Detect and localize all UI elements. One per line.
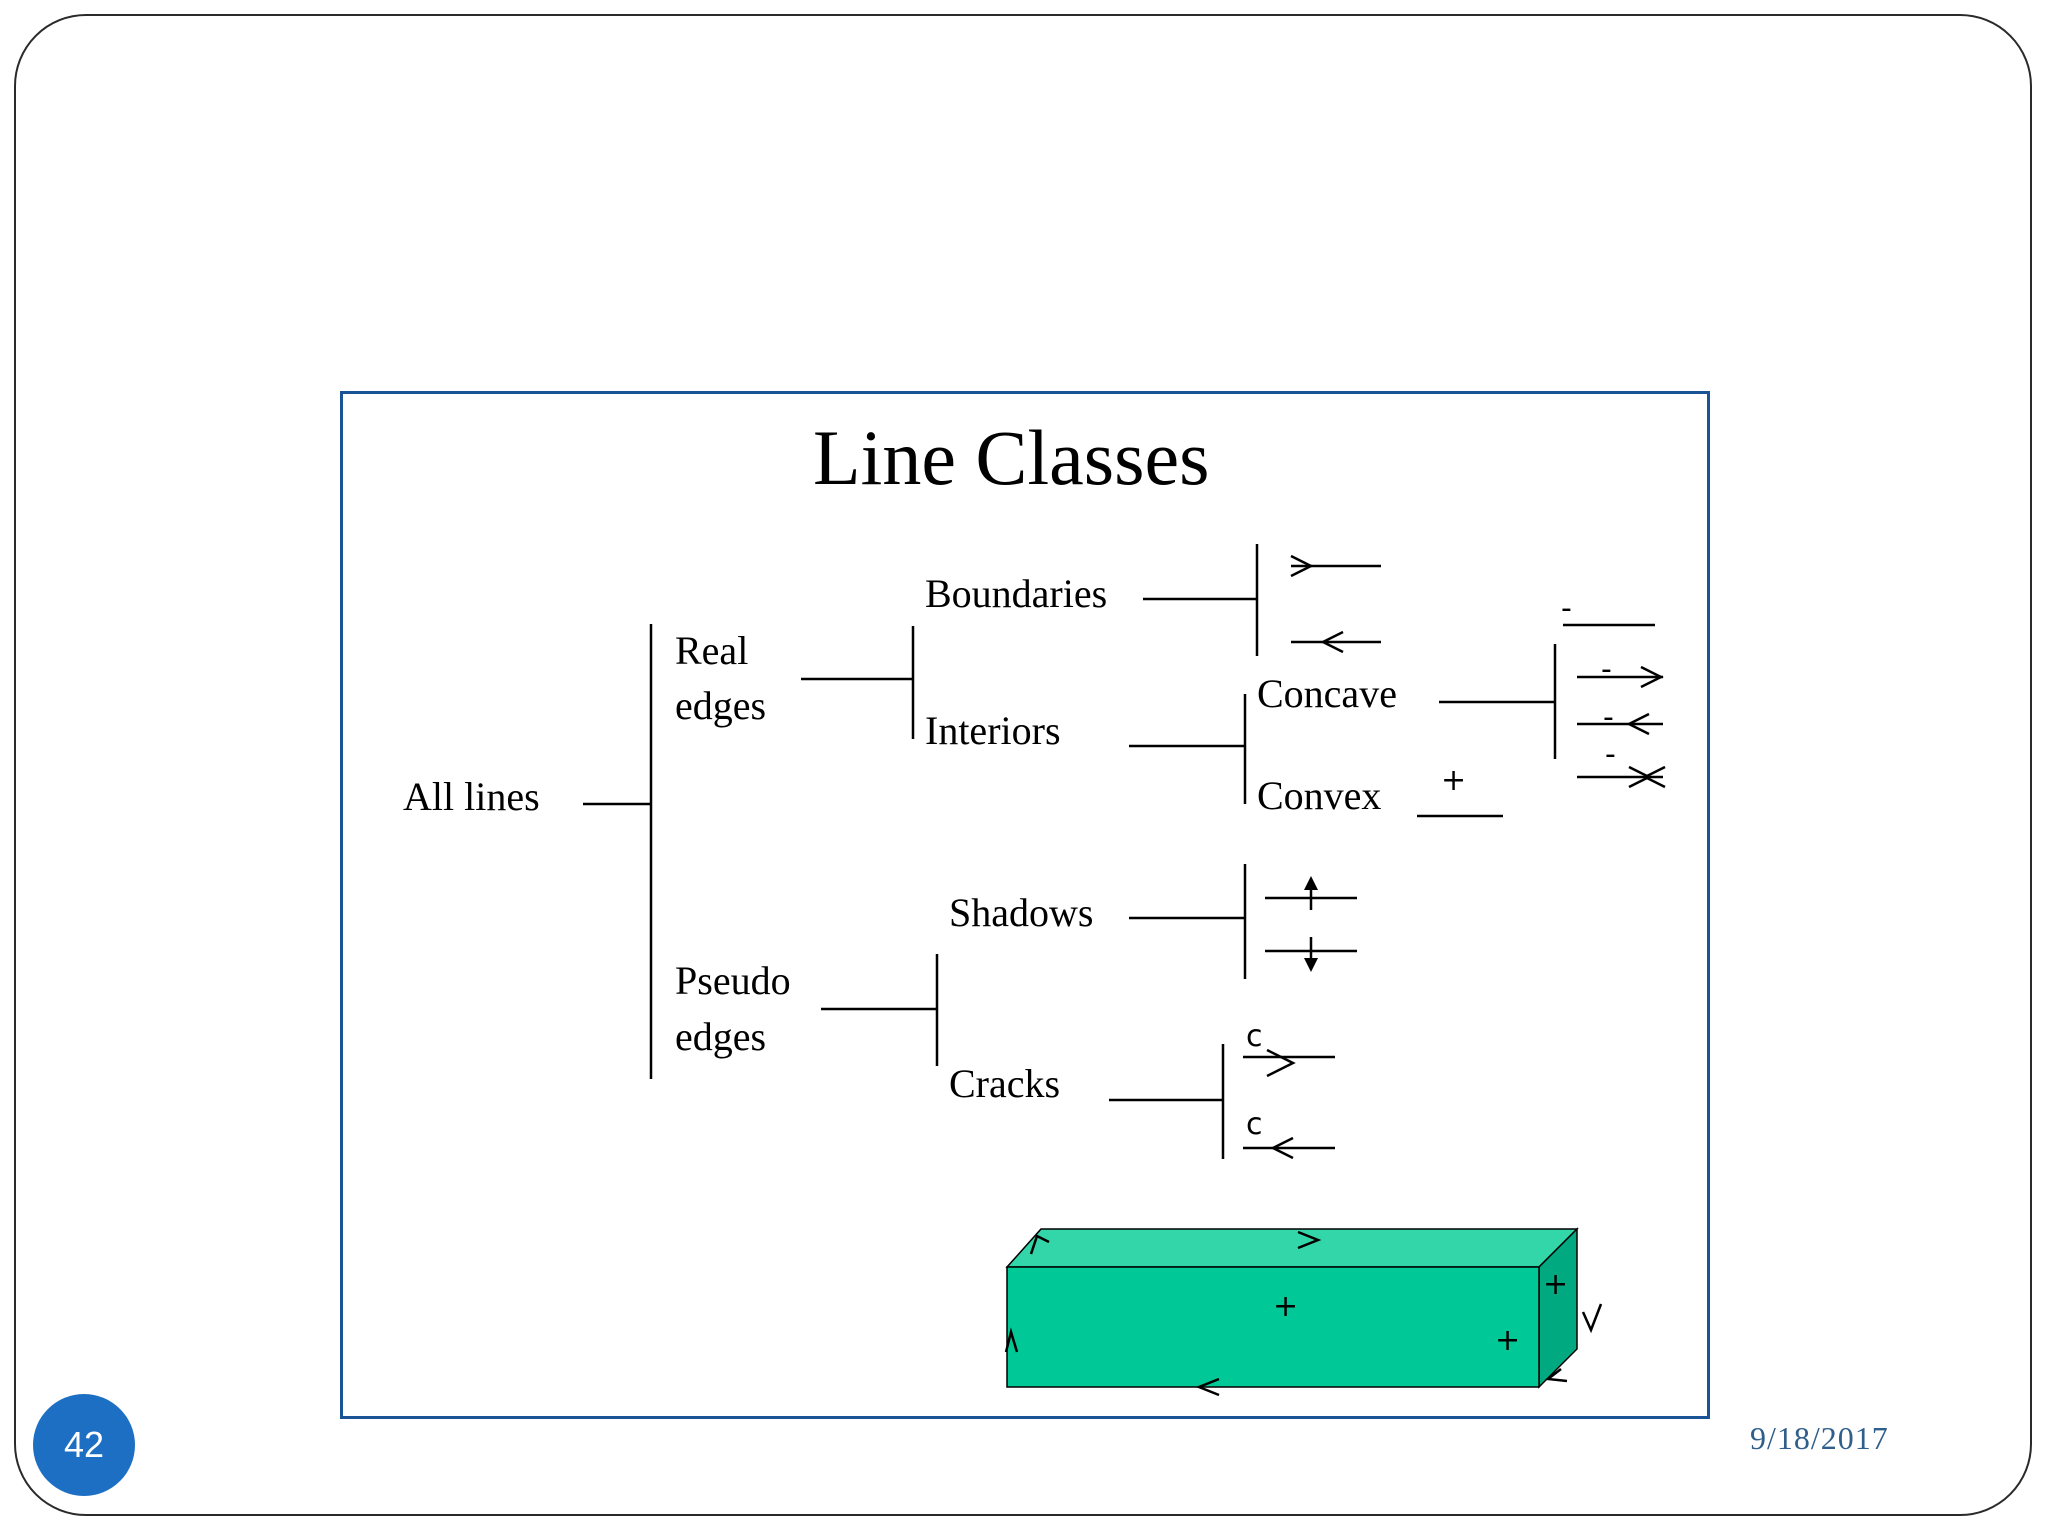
boundary-arrow-right-icon bbox=[1290, 554, 1381, 578]
svg-text:+: + bbox=[1441, 763, 1466, 798]
concave-arrow-right-icon: - bbox=[1577, 652, 1664, 689]
svg-text:-: - bbox=[1603, 700, 1614, 735]
node-all-lines: All lines bbox=[403, 774, 540, 819]
node-pseudo-edges-line2: edges bbox=[675, 1014, 766, 1059]
box-front-face bbox=[1006, 1266, 1540, 1388]
box-corner-arrow-icon bbox=[1029, 1234, 1050, 1255]
box-convex-mark-edge: + bbox=[1495, 1323, 1520, 1358]
figure-title: Line Classes bbox=[813, 414, 1209, 501]
node-real-edges-line2: edges bbox=[675, 683, 766, 728]
concave-double-arrow-icon: - bbox=[1577, 737, 1666, 789]
svg-text:-: - bbox=[1601, 652, 1612, 687]
box-convex-mark-side: + bbox=[1543, 1267, 1568, 1302]
svg-text:c: c bbox=[1246, 1107, 1263, 1142]
node-real-edges-line1: Real bbox=[675, 628, 748, 673]
box-top-face bbox=[1005, 1228, 1579, 1268]
boundary-arrow-left-icon bbox=[1291, 630, 1381, 654]
box-top-arrow-icon bbox=[1297, 1230, 1322, 1250]
box-bottom-arrow-icon bbox=[1195, 1377, 1220, 1397]
node-shadows: Shadows bbox=[949, 890, 1093, 935]
crack-arrow-left-icon: c bbox=[1243, 1107, 1335, 1160]
svg-text:c: c bbox=[1246, 1019, 1263, 1054]
node-interiors: Interiors bbox=[925, 708, 1061, 753]
svg-text:-: - bbox=[1561, 591, 1572, 626]
line-classes-figure: Line Classes All lines Real edges Pseudo… bbox=[340, 391, 1710, 1419]
slide-date: 9/18/2017 bbox=[1750, 1420, 1889, 1456]
svg-text:-: - bbox=[1605, 737, 1616, 772]
labeled-box-illustration: + + + bbox=[1004, 1227, 1603, 1397]
concave-arrow-left-icon: - bbox=[1577, 700, 1663, 736]
slide-number-badge: 42 bbox=[33, 1394, 135, 1496]
node-pseudo-edges-line1: Pseudo bbox=[675, 958, 791, 1003]
node-convex: Convex bbox=[1257, 773, 1381, 818]
line-classes-diagram: Line Classes All lines Real edges Pseudo… bbox=[403, 414, 1666, 1397]
box-convex-mark-front: + bbox=[1273, 1289, 1298, 1324]
box-bottom-right-arrow-icon bbox=[1544, 1368, 1568, 1383]
concave-line-symbol: - bbox=[1561, 591, 1655, 627]
node-boundaries: Boundaries bbox=[925, 571, 1107, 616]
box-left-arrow-icon bbox=[1004, 1327, 1019, 1353]
convex-line-symbol: + bbox=[1417, 763, 1503, 818]
node-cracks: Cracks bbox=[949, 1061, 1060, 1106]
box-right-arrow-icon bbox=[1581, 1303, 1603, 1334]
shadow-arrow-down-icon bbox=[1265, 937, 1357, 972]
crack-arrow-right-icon: c bbox=[1243, 1019, 1335, 1078]
shadow-arrow-up-icon bbox=[1265, 876, 1357, 910]
node-concave: Concave bbox=[1257, 671, 1397, 716]
